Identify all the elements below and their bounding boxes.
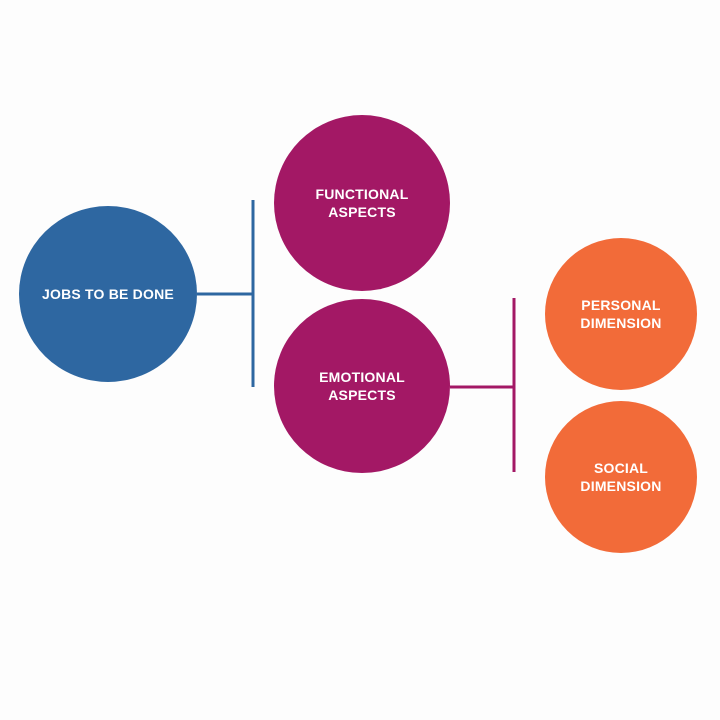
functional-aspects-node: FUNCTIONAL ASPECTS — [274, 115, 450, 291]
jobs-to-be-done-node: JOBS TO BE DONE — [19, 206, 197, 382]
personal-dimension-node: PERSONAL DIMENSION — [545, 238, 697, 390]
jobs-to-be-done-label: JOBS TO BE DONE — [42, 286, 174, 302]
emotional-aspects-label: EMOTIONAL ASPECTS — [319, 369, 405, 403]
personal-dimension-label: PERSONAL DIMENSION — [580, 297, 662, 331]
functional-aspects-label: FUNCTIONAL ASPECTS — [315, 186, 409, 220]
social-dimension-label: SOCIAL DIMENSION — [580, 460, 662, 494]
social-dimension-node: SOCIAL DIMENSION — [545, 401, 697, 553]
emotional-aspects-node: EMOTIONAL ASPECTS — [274, 299, 450, 473]
